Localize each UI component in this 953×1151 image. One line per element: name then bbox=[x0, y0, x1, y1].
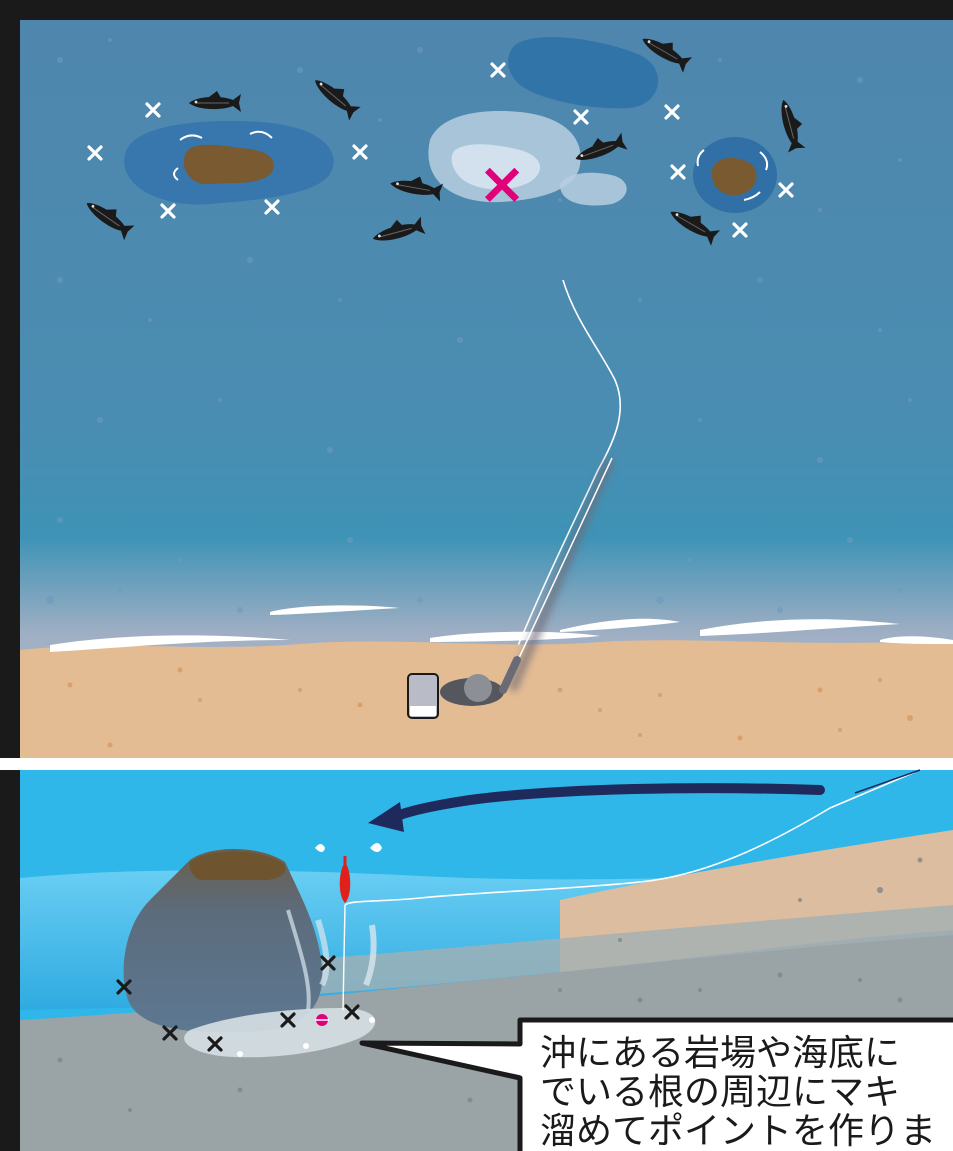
rock-icon bbox=[693, 137, 777, 213]
bottom-panel: 沖にある岩場や海底に でいる根の周辺にマキ 溜めてポイントを作りま bbox=[0, 769, 953, 1151]
caption-line-3: 溜めてポイントを作りま bbox=[540, 1111, 936, 1151]
splash bbox=[237, 843, 382, 1057]
sand-dots bbox=[67, 667, 913, 748]
water-speckles bbox=[46, 38, 912, 613]
caption-callout: 沖にある岩場や海底に でいる根の周辺にマキ 溜めてポイントを作りま bbox=[359, 1017, 953, 1151]
arrow-icon bbox=[368, 783, 825, 832]
deep-patch bbox=[508, 37, 659, 109]
fishing-rod-icon bbox=[440, 457, 615, 706]
fishing-rod-icon bbox=[854, 769, 921, 794]
fishing-line bbox=[344, 771, 916, 906]
rock-icon bbox=[123, 848, 377, 1033]
top-panel: × bbox=[0, 0, 953, 760]
bait-icon bbox=[315, 1014, 329, 1026]
waves bbox=[50, 605, 953, 652]
fishing-line bbox=[511, 279, 622, 661]
bait-cloud-icon bbox=[428, 110, 627, 206]
caption-line-1: 沖にある岩場や海底に bbox=[540, 1033, 900, 1074]
caption-line-2: でいる根の周辺にマキ bbox=[540, 1072, 900, 1113]
float-icon bbox=[339, 856, 351, 903]
target-marker: × bbox=[478, 149, 527, 217]
rock-icon bbox=[124, 120, 334, 205]
bucket-icon bbox=[407, 673, 439, 719]
